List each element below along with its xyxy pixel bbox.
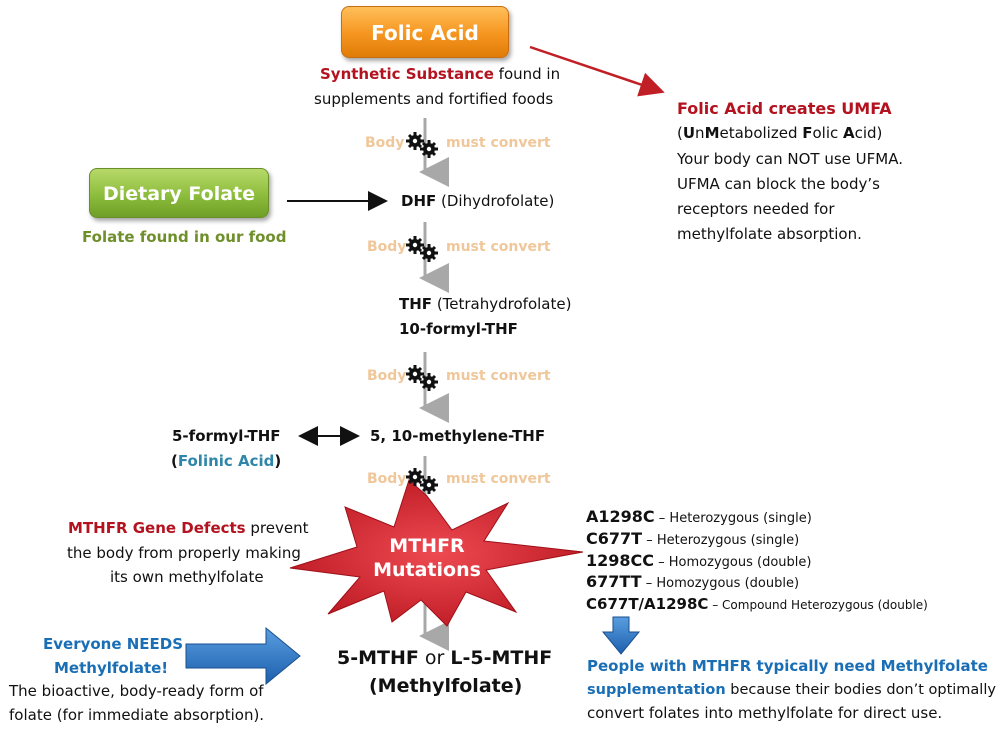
everyone-needs-line1: Everyone NEEDS [43, 635, 184, 653]
blue-down-arrow [601, 616, 641, 655]
folic-acid-desc-line2: supplements and fortified foods [314, 90, 554, 108]
umfa-line-3: receptors needed for [677, 200, 835, 218]
mthfr-starburst [289, 479, 584, 627]
mutation-item: C677T – Heterozygous (single) [586, 529, 800, 548]
umfa-title: Folic Acid creates UMFA [677, 99, 892, 118]
gears-icon [406, 468, 438, 494]
mutation-item: 1298CC – Homozygous (double) [586, 551, 812, 570]
mthfr-defects-line2: the body from properly making [67, 544, 301, 562]
mthfr-defects-line1: MTHFR Gene Defects prevent [68, 519, 309, 537]
mutation-item: C677T/A1298C – Compound Heterozygous (do… [586, 595, 928, 613]
convert-label-body-4: Body [367, 471, 407, 487]
gears-icon [406, 132, 438, 158]
mutation-item: 677TT – Homozygous (double) [586, 572, 800, 591]
convert-label-must-2: must convert [446, 239, 551, 255]
formyl5-label: 5-formyl-THF [172, 427, 281, 445]
folinic-acid-label: (Folinic Acid) [171, 452, 282, 470]
everyone-needs-line2: Methylfolate! [54, 659, 169, 677]
synthetic-substance-label: Synthetic Substance [320, 65, 494, 83]
umfa-arrow [529, 45, 665, 97]
convert-label-body-1: Body [365, 135, 405, 151]
mutation-item: A1298C – Heterozygous (single) [586, 507, 812, 526]
formyl10-label: 10-formyl-THF [399, 320, 518, 338]
gears-icon [406, 365, 438, 391]
convert-label-body-2: Body [367, 239, 407, 255]
dietary-folate-button: Dietary Folate [89, 168, 269, 218]
convert-label-must-3: must convert [446, 368, 551, 384]
final-methylfolate-line2: (Methylfolate) [369, 675, 523, 697]
thf-label: THF (Tetrahydrofolate) [399, 295, 572, 313]
everyone-needs-line4: folate (for immediate absorption). [9, 706, 265, 724]
mthfr-defects-line3: its own methylfolate [110, 568, 264, 586]
people-mthfr-line1: People with MTHFR typically need Methylf… [587, 657, 988, 675]
folic-acid-button: Folic Acid [341, 6, 509, 58]
folic-acid-desc-line1: Synthetic Substance found in [320, 62, 560, 86]
gears-icon [406, 236, 438, 262]
people-mthfr-line2: supplementation because their bodies don… [587, 682, 996, 698]
dhf-label: DHF (Dihydrofolate) [401, 192, 555, 210]
everyone-needs-line3: The bioactive, body-ready form of [9, 682, 264, 700]
umfa-line-2: UFMA can block the body’s [677, 175, 880, 193]
methylene-thf-label: 5, 10-methylene-THF [370, 427, 546, 445]
folic-acid-desc-rest: found in [493, 65, 561, 83]
umfa-line-4: methylfolate absorption. [677, 225, 862, 243]
convert-label-body-3: Body [367, 368, 407, 384]
final-methylfolate-line1: 5-MTHF or L-5-MTHF [337, 647, 553, 669]
convert-label-must-4: must convert [446, 471, 551, 487]
umfa-line-1: Your body can NOT use UFMA. [677, 150, 903, 168]
blue-right-arrow [185, 626, 301, 686]
umfa-acronym: (UnMetabolized Folic Acid) [677, 124, 883, 142]
convert-label-must-1: must convert [446, 135, 551, 151]
people-mthfr-line3: convert folates into methylfolate for di… [587, 704, 943, 722]
dietary-folate-caption: Folate found in our food [82, 228, 287, 246]
